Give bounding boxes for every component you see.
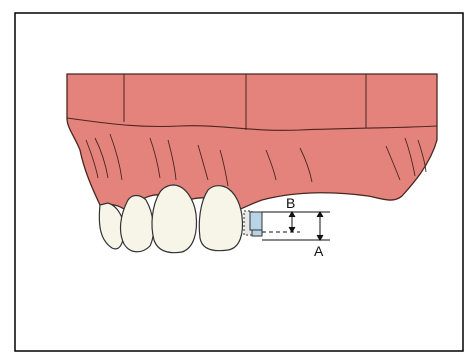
- attachment-notch: [252, 230, 262, 236]
- tooth-3: [152, 185, 196, 253]
- attachment: [244, 211, 262, 236]
- attachment-body: [250, 212, 262, 230]
- denture-base: [67, 74, 437, 212]
- label-b: B: [286, 195, 295, 211]
- label-a: A: [314, 243, 324, 259]
- tooth-2: [121, 196, 154, 252]
